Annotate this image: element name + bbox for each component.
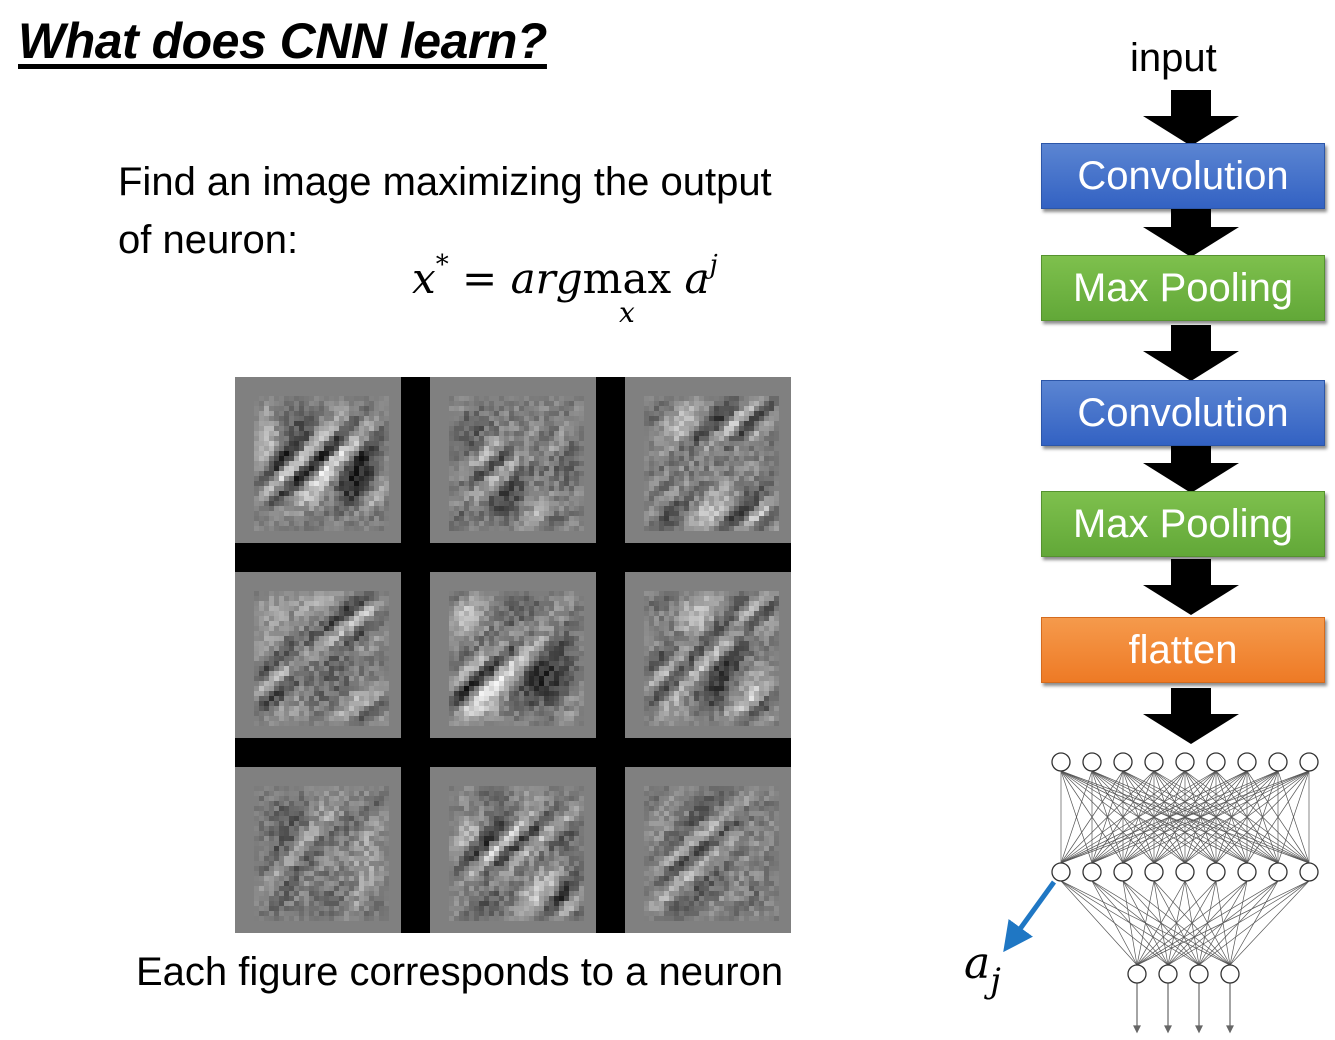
neuron-visualization-tile <box>430 767 596 933</box>
grid-caption: Each figure corresponds to a neuron <box>136 950 784 994</box>
down-arrow-icon <box>1143 437 1239 493</box>
formula-star: * <box>435 250 449 280</box>
neuron-visualization-tile <box>235 767 401 933</box>
description-line-2: of neuron: <box>118 218 299 262</box>
convolution-layer-1: Convolution <box>1041 143 1325 209</box>
neuron-visualization-tile <box>235 572 401 738</box>
neuron-visualization-tile <box>430 572 596 738</box>
description-line-1: Find an image maximizing the output <box>118 160 772 204</box>
max-pooling-layer-2: Max Pooling <box>1041 491 1325 557</box>
formula-max-subscript: x <box>619 296 635 329</box>
neuron-visualization-tile <box>625 572 791 738</box>
fully-connected-network-diagram <box>1051 752 1319 1034</box>
slide-title: What does CNN learn? <box>18 13 547 69</box>
flatten-layer: flatten <box>1041 617 1325 683</box>
formula-arg: arg <box>510 254 583 303</box>
output-neuron-pointer-arrow <box>1003 880 1057 953</box>
down-arrow-icon <box>1143 325 1239 381</box>
output-neuron-label: aj <box>964 938 1001 1001</box>
neuron-visualization-tile <box>625 377 791 543</box>
neuron-visualization-tile <box>235 377 401 543</box>
neuron-visualization-tile <box>430 377 596 543</box>
down-arrow-icon <box>1143 559 1239 615</box>
down-arrow-icon <box>1143 688 1239 744</box>
formula-equals: = <box>462 254 498 303</box>
convolution-layer-2: Convolution <box>1041 380 1325 446</box>
down-arrow-icon <box>1143 90 1239 146</box>
neuron-visualization-grid <box>235 377 791 933</box>
input-label: input <box>1130 36 1217 80</box>
formula-rhs: a <box>684 254 710 303</box>
neuron-visualization-tile <box>625 767 791 933</box>
output-neuron-symbol: a <box>964 938 991 989</box>
output-neuron-subscript: j <box>990 961 1001 1001</box>
down-arrow-icon <box>1143 201 1239 257</box>
formula-lhs: x <box>412 254 436 303</box>
max-pooling-layer-1: Max Pooling <box>1041 255 1325 321</box>
formula-max: max <box>582 254 672 303</box>
formula-rhs-superscript: j <box>709 250 718 280</box>
